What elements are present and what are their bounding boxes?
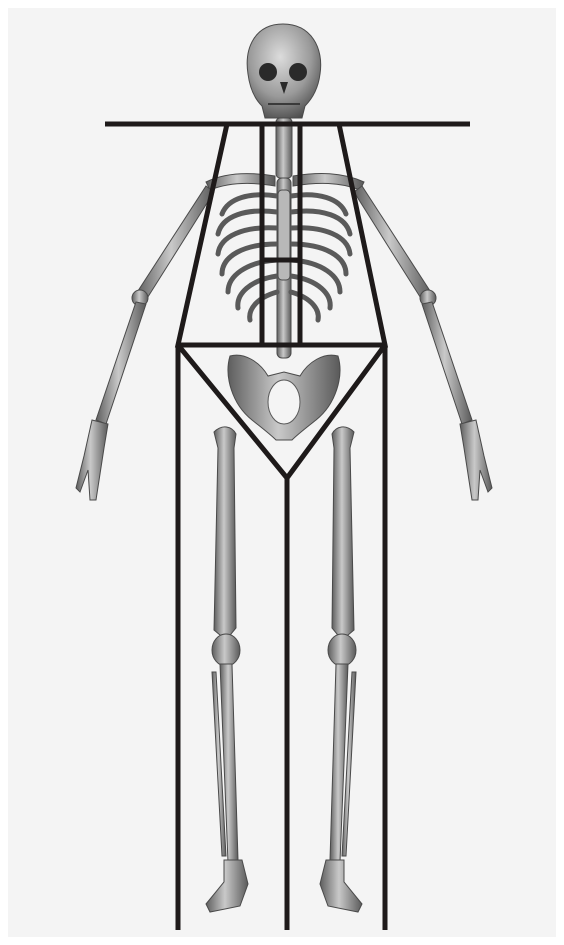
right-femur — [332, 427, 354, 640]
left-femur — [214, 427, 236, 640]
sternum — [278, 190, 290, 280]
right-knee — [328, 634, 356, 666]
left-knee — [212, 634, 240, 666]
skeleton-diagram — [8, 8, 556, 937]
figure-panel — [8, 8, 556, 937]
cervical-spine — [276, 118, 292, 178]
